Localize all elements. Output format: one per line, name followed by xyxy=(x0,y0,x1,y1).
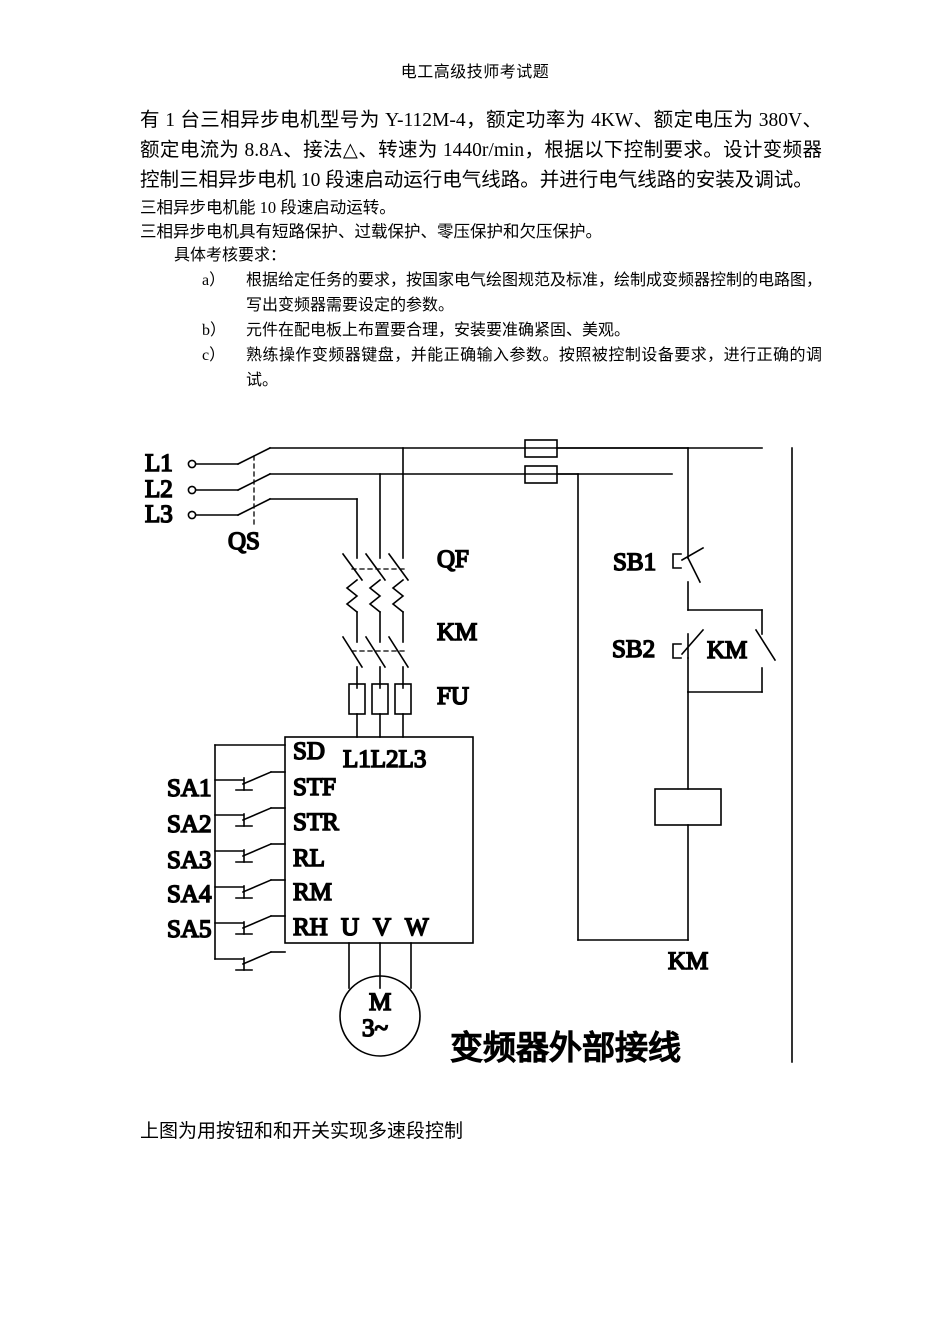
selector-switch-common-bottom[interactable] xyxy=(214,950,286,971)
selector-switch-sa3[interactable] xyxy=(214,842,286,863)
list-item: c） 熟练操作变频器键盘，并能正确输入参数。按照被控制设备要求，进行正确的调试。 xyxy=(140,343,822,393)
inverter-terminal-sd: SD xyxy=(293,738,325,765)
motor-label-phases: 3~ xyxy=(362,1015,388,1042)
assessment-heading: 具体考核要求： xyxy=(174,247,287,264)
selector-switch-sa2[interactable] xyxy=(214,806,286,827)
supply-incoming-leads xyxy=(195,463,239,516)
circuit-breaker-qf[interactable] xyxy=(341,552,410,643)
inverter-terminal-rh: RH xyxy=(293,914,328,941)
supply-label-l1: L1 xyxy=(145,450,173,477)
circuit-diagram: L1 L2 L3 QS xyxy=(0,432,950,1092)
inverter-output-terminal-w: W xyxy=(405,914,429,941)
selector-switch-label-sa2: SA2 xyxy=(167,811,211,838)
contactor-aux-contact-km[interactable] xyxy=(687,609,777,693)
inverter-body xyxy=(284,736,474,944)
inverter-terminal-rm: RM xyxy=(293,879,332,906)
requirement-line-2: 三相异步电机具有短路保护、过载保护、零压保护和欠压保护。 xyxy=(140,222,602,241)
inverter-output-terminal-v: V xyxy=(373,914,391,941)
contactor-aux-label: KM xyxy=(707,637,747,664)
control-rail-right xyxy=(556,447,689,559)
selector-switch-label-sa3: SA3 xyxy=(167,847,211,874)
inverter-terminal-rl: RL xyxy=(293,845,325,872)
selector-switch-sa4[interactable] xyxy=(214,878,286,899)
circuit-breaker-label: QF xyxy=(437,546,469,573)
stop-button-sb1[interactable] xyxy=(672,546,705,611)
selector-switch-sa5[interactable] xyxy=(214,914,286,935)
inverter-output-terminal-u: U xyxy=(341,914,359,941)
selector-switch-sa1[interactable] xyxy=(214,770,286,791)
assessment-list: a） 根据给定任务的要求，按国家电气绘图规范及标准，绘制成变频器控制的电路图，写… xyxy=(140,268,822,393)
control-rail-left xyxy=(556,473,689,941)
document-body: 有 1 台三相异步电机型号为 Y-112M-4，额定功率为 4KW、额定电压为 … xyxy=(140,106,822,393)
supply-label-l3: L3 xyxy=(145,501,173,528)
supply-label-l2: L2 xyxy=(145,476,173,503)
start-button-label: SB2 xyxy=(612,636,655,663)
start-button-sb2[interactable] xyxy=(672,628,705,693)
lead-paragraph: 有 1 台三相异步电机型号为 Y-112M-4，额定功率为 4KW、额定电压为 … xyxy=(140,110,822,191)
contactor-main-contacts-km[interactable] xyxy=(341,635,410,689)
selector-switch-label-sa1: SA1 xyxy=(167,775,211,802)
disconnect-switch-qs[interactable] xyxy=(236,446,272,525)
requirement-line-1: 三相异步电机能 10 段速启动运转。 xyxy=(140,198,396,217)
disconnect-switch-label: QS xyxy=(228,528,260,555)
inverter-terminal-str: STR xyxy=(293,809,339,836)
selector-switch-label-sa5: SA5 xyxy=(167,916,211,943)
supply-terminal-dots xyxy=(187,459,197,520)
diagram-title: 变频器外部接线 xyxy=(450,1030,681,1067)
supply-drops-to-breaker xyxy=(356,447,404,559)
selector-switch-label-sa4: SA4 xyxy=(167,881,212,908)
list-item: b） 元件在配电板上布置要合理，安装要准确紧固、美观。 xyxy=(140,318,822,343)
page-title: 电工高级技师考试题 xyxy=(400,64,550,81)
selector-common-rail xyxy=(214,744,286,960)
list-item-marker: c） xyxy=(202,347,226,364)
contactor-main-label: KM xyxy=(437,619,477,646)
contactor-coil-km xyxy=(654,691,722,941)
fuse-label: FU xyxy=(437,683,469,710)
list-item-text: 元件在配电板上布置要合理，安装要准确紧固、美观。 xyxy=(246,322,631,339)
figure-caption: 上图为用按钮和和开关实现多速段控制 xyxy=(140,1121,464,1142)
list-item-marker: a） xyxy=(202,272,226,289)
fuse-fu xyxy=(348,683,412,738)
contactor-coil-label: KM xyxy=(668,948,708,975)
list-item: a） 根据给定任务的要求，按国家电气绘图规范及标准，绘制成变频器控制的电路图，写… xyxy=(140,268,822,318)
motor-label-m: M xyxy=(369,989,391,1016)
motor-symbol xyxy=(339,975,421,1057)
motor-leads xyxy=(348,942,412,989)
stop-button-label: SB1 xyxy=(613,549,656,576)
inverter-input-terminals: L1L2L3 xyxy=(343,746,426,773)
inverter-terminal-stf: STF xyxy=(293,774,336,801)
list-item-marker: b） xyxy=(202,322,227,339)
list-item-text: 根据给定任务的要求，按国家电气绘图规范及标准，绘制成变频器控制的电路图，写出变频… xyxy=(246,272,823,314)
list-item-text: 熟练操作变频器键盘，并能正确输入参数。按照被控制设备要求，进行正确的调试。 xyxy=(246,347,822,389)
